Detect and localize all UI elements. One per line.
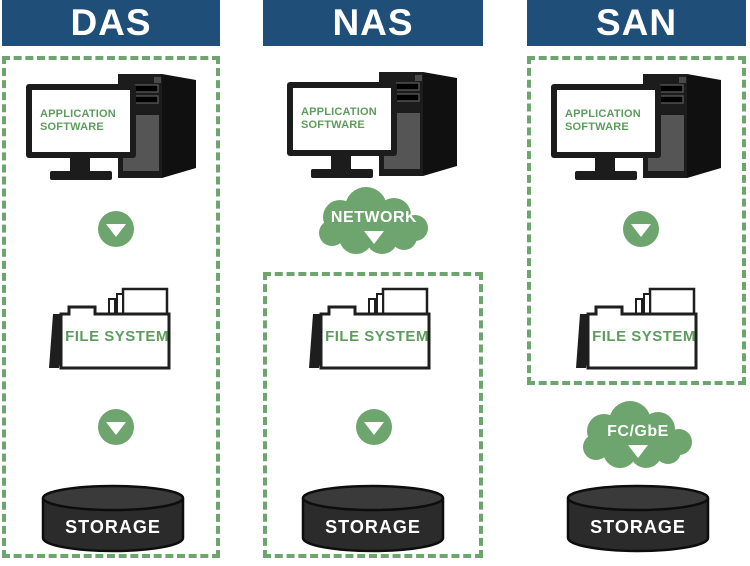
- monitor-stand: [331, 156, 351, 169]
- down-arrow-icon: [356, 409, 392, 445]
- san-fc-gbe-cloud: FC/GbE: [578, 399, 698, 475]
- das-computer: APPLICATION SOFTWARE: [26, 68, 198, 186]
- das-dashed-boundary: [2, 56, 220, 558]
- nas-computer: APPLICATION SOFTWARE: [287, 66, 459, 184]
- monitor-base: [575, 171, 637, 180]
- application-software-label: APPLICATION SOFTWARE: [40, 108, 116, 133]
- application-software-label: APPLICATION SOFTWARE: [301, 106, 377, 131]
- das-file-system: FILE SYSTEM: [47, 286, 173, 370]
- monitor-screen: APPLICATION SOFTWARE: [557, 90, 655, 152]
- storage-label: STORAGE: [65, 517, 161, 537]
- nas-dashed-boundary: [263, 272, 483, 558]
- monitor-stand: [70, 158, 90, 171]
- nas-header: NAS: [263, 0, 483, 46]
- storage-label: STORAGE: [590, 517, 686, 537]
- fc-gbe-label: FC/GbE: [607, 423, 669, 440]
- computer-monitor-icon: APPLICATION SOFTWARE: [551, 84, 661, 158]
- down-arrow-triangle: [364, 231, 384, 244]
- computer-monitor-icon: APPLICATION SOFTWARE: [26, 84, 136, 158]
- das-header-label: DAS: [70, 2, 152, 43]
- san-file-system: FILE SYSTEM: [574, 286, 700, 370]
- san-dashed-boundary: [527, 56, 746, 385]
- file-system-label: FILE SYSTEM: [592, 328, 696, 345]
- application-software-label: APPLICATION SOFTWARE: [565, 108, 641, 133]
- monitor-stand: [595, 158, 615, 171]
- san-header: SAN: [527, 0, 746, 46]
- nas-file-system: FILE SYSTEM: [307, 286, 433, 370]
- file-system-label: FILE SYSTEM: [65, 328, 169, 345]
- down-arrow-triangle: [106, 224, 126, 237]
- down-arrow-icon: [98, 409, 134, 445]
- nas-header-label: NAS: [332, 2, 414, 43]
- down-arrow-triangle: [364, 422, 384, 435]
- das-storage: STORAGE: [40, 483, 186, 553]
- san-computer: APPLICATION SOFTWARE: [551, 68, 723, 186]
- nas-storage: STORAGE: [300, 483, 446, 553]
- down-arrow-icon: [623, 211, 659, 247]
- down-arrow-triangle: [631, 224, 651, 237]
- file-system-label: FILE SYSTEM: [325, 328, 429, 345]
- monitor-screen: APPLICATION SOFTWARE: [32, 90, 130, 152]
- down-arrow-triangle: [106, 422, 126, 435]
- storage-label: STORAGE: [325, 517, 421, 537]
- computer-monitor-icon: APPLICATION SOFTWARE: [287, 82, 397, 156]
- monitor-base: [311, 169, 373, 178]
- das-header: DAS: [2, 0, 220, 46]
- monitor-base: [50, 171, 112, 180]
- san-storage: STORAGE: [565, 483, 711, 553]
- network-label: NETWORK: [330, 209, 418, 226]
- down-arrow-triangle: [628, 445, 648, 458]
- nas-network-cloud: NETWORK: [314, 185, 434, 261]
- san-header-label: SAN: [595, 2, 678, 43]
- monitor-screen: APPLICATION SOFTWARE: [293, 88, 391, 150]
- down-arrow-icon: [98, 211, 134, 247]
